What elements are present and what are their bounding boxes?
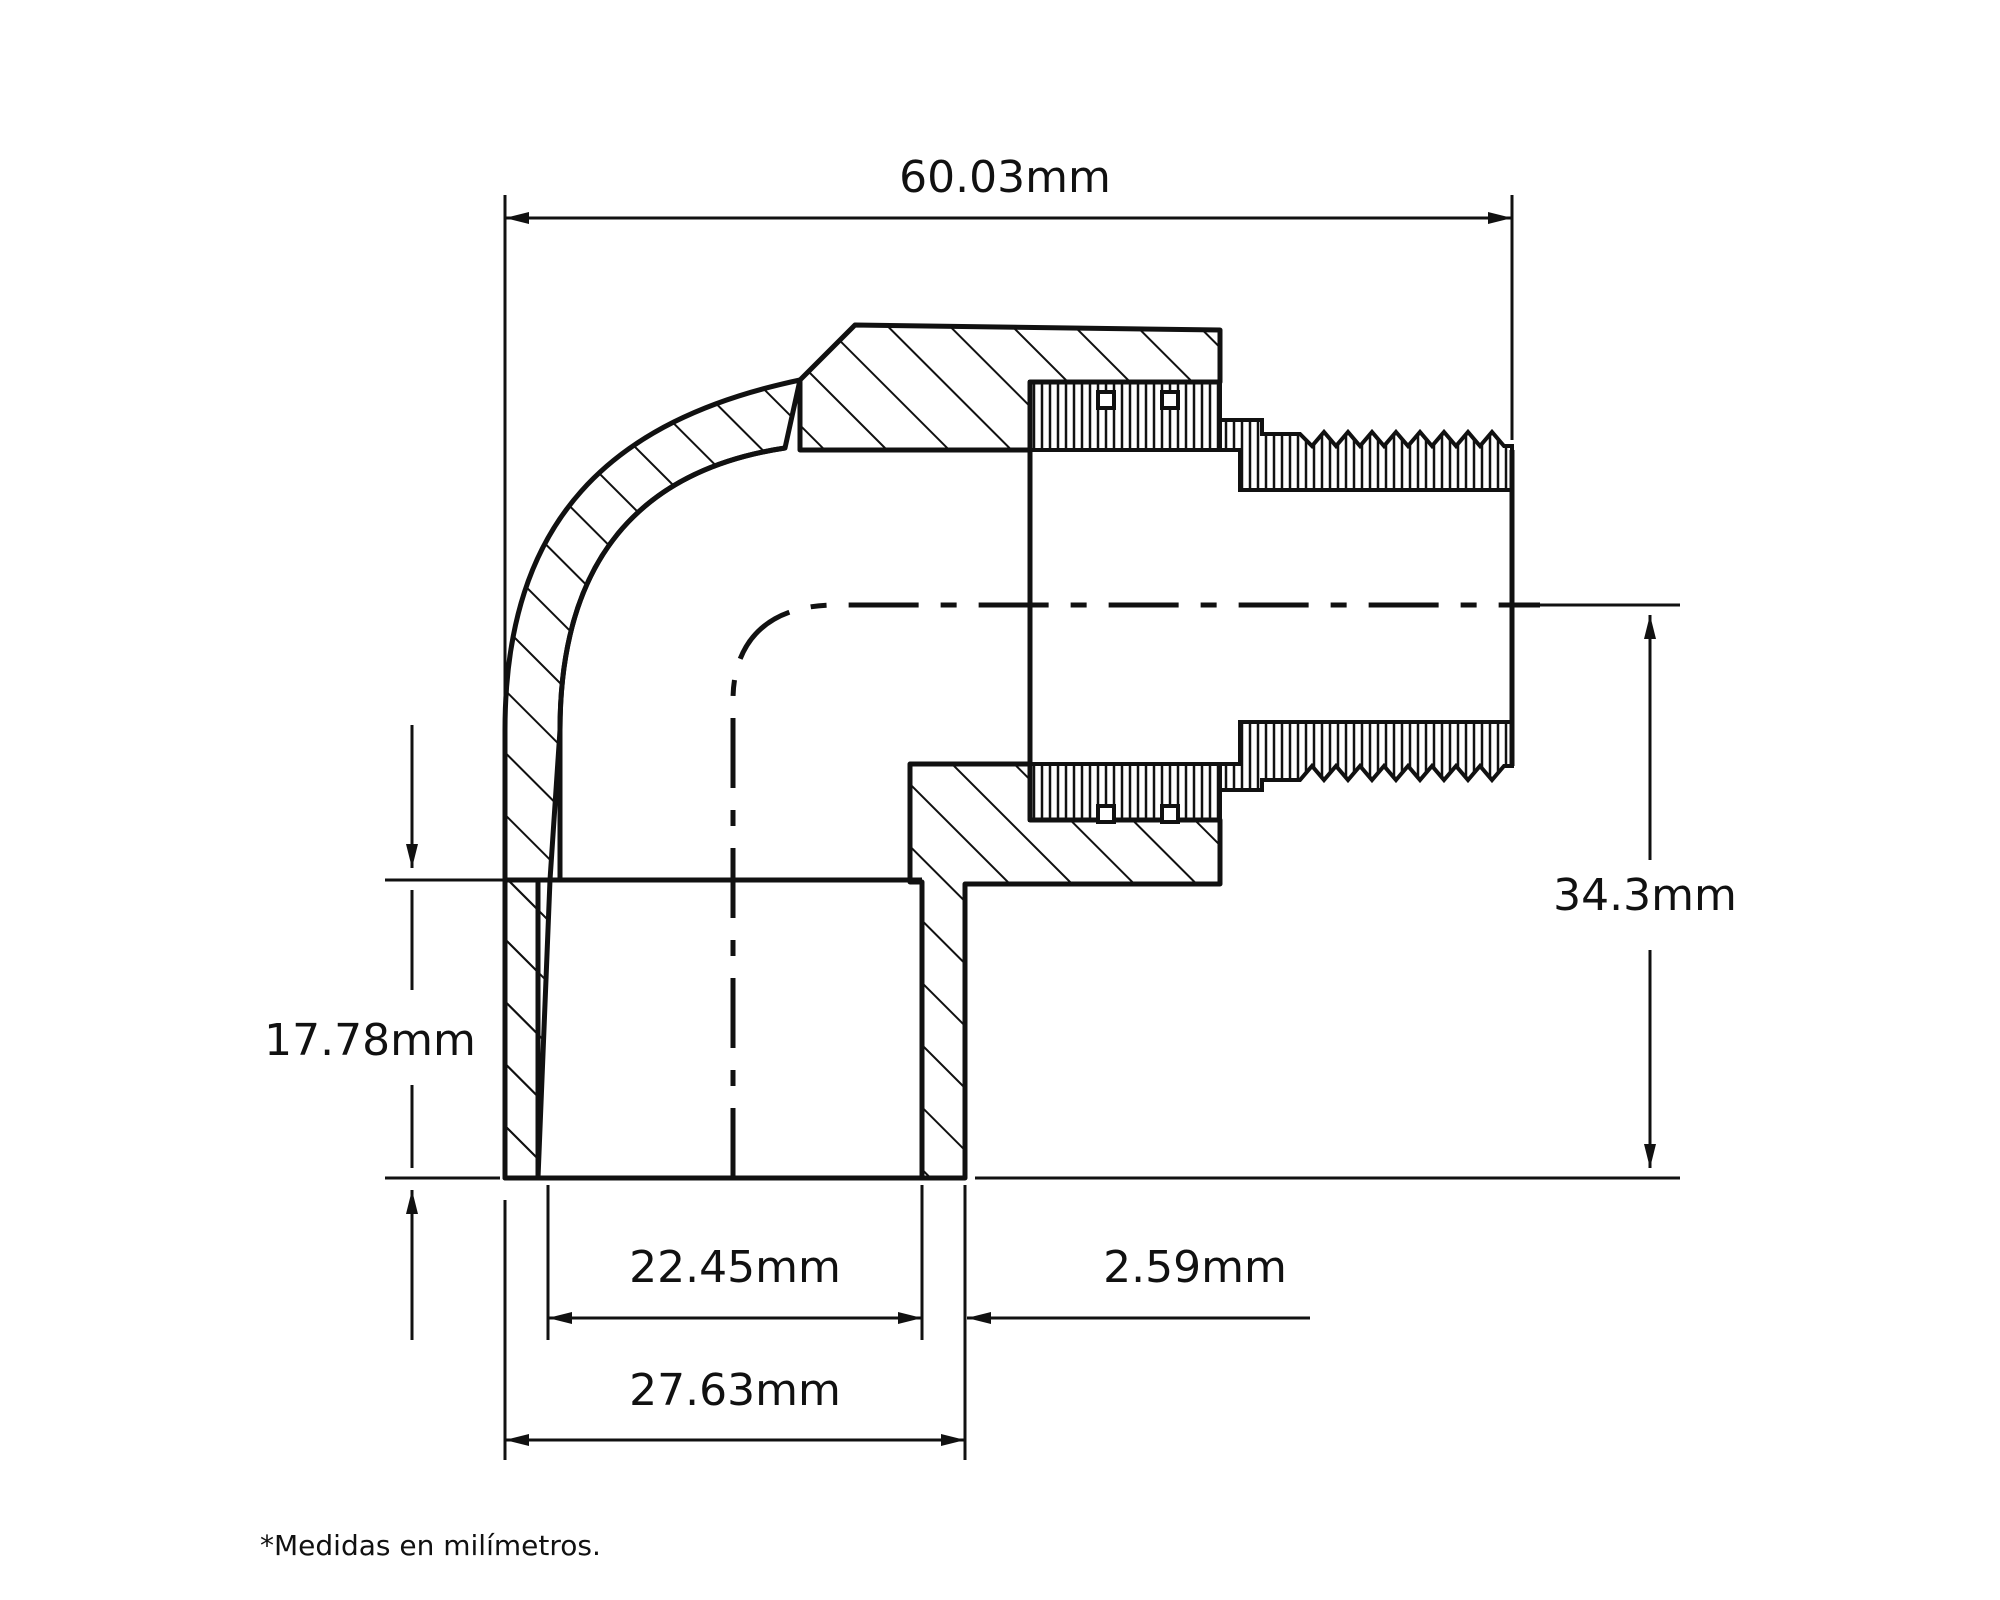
threaded-insert bbox=[1028, 380, 1515, 824]
dim-label-wall-thickness: 2.59mm bbox=[1103, 1242, 1287, 1293]
units-note: *Medidas en milímetros. bbox=[260, 1529, 601, 1562]
left-socket-wall bbox=[502, 877, 553, 1181]
dim-label-outer-diameter: 27.63mm bbox=[629, 1365, 841, 1416]
male-thread-bottom bbox=[1218, 720, 1514, 792]
dimension-lines bbox=[406, 212, 1656, 1446]
center-lines bbox=[730, 602, 1540, 1178]
dim-label-center-height: 34.3mm bbox=[1553, 870, 1737, 921]
extension-lines bbox=[385, 195, 1680, 1460]
dim-label-socket-depth: 17.78mm bbox=[264, 1015, 476, 1066]
elbow-body bbox=[502, 322, 1223, 1181]
bottom-wall bbox=[907, 761, 1223, 1181]
male-thread-top bbox=[1218, 418, 1514, 492]
dim-label-inner-diameter: 22.45mm bbox=[629, 1242, 841, 1293]
insert-top bbox=[1028, 380, 1222, 452]
insert-bottom bbox=[1028, 762, 1222, 822]
inner-bore-curve bbox=[557, 445, 786, 880]
centerline-curve bbox=[730, 602, 1540, 1178]
dim-label-overall-width: 60.03mm bbox=[899, 152, 1111, 203]
